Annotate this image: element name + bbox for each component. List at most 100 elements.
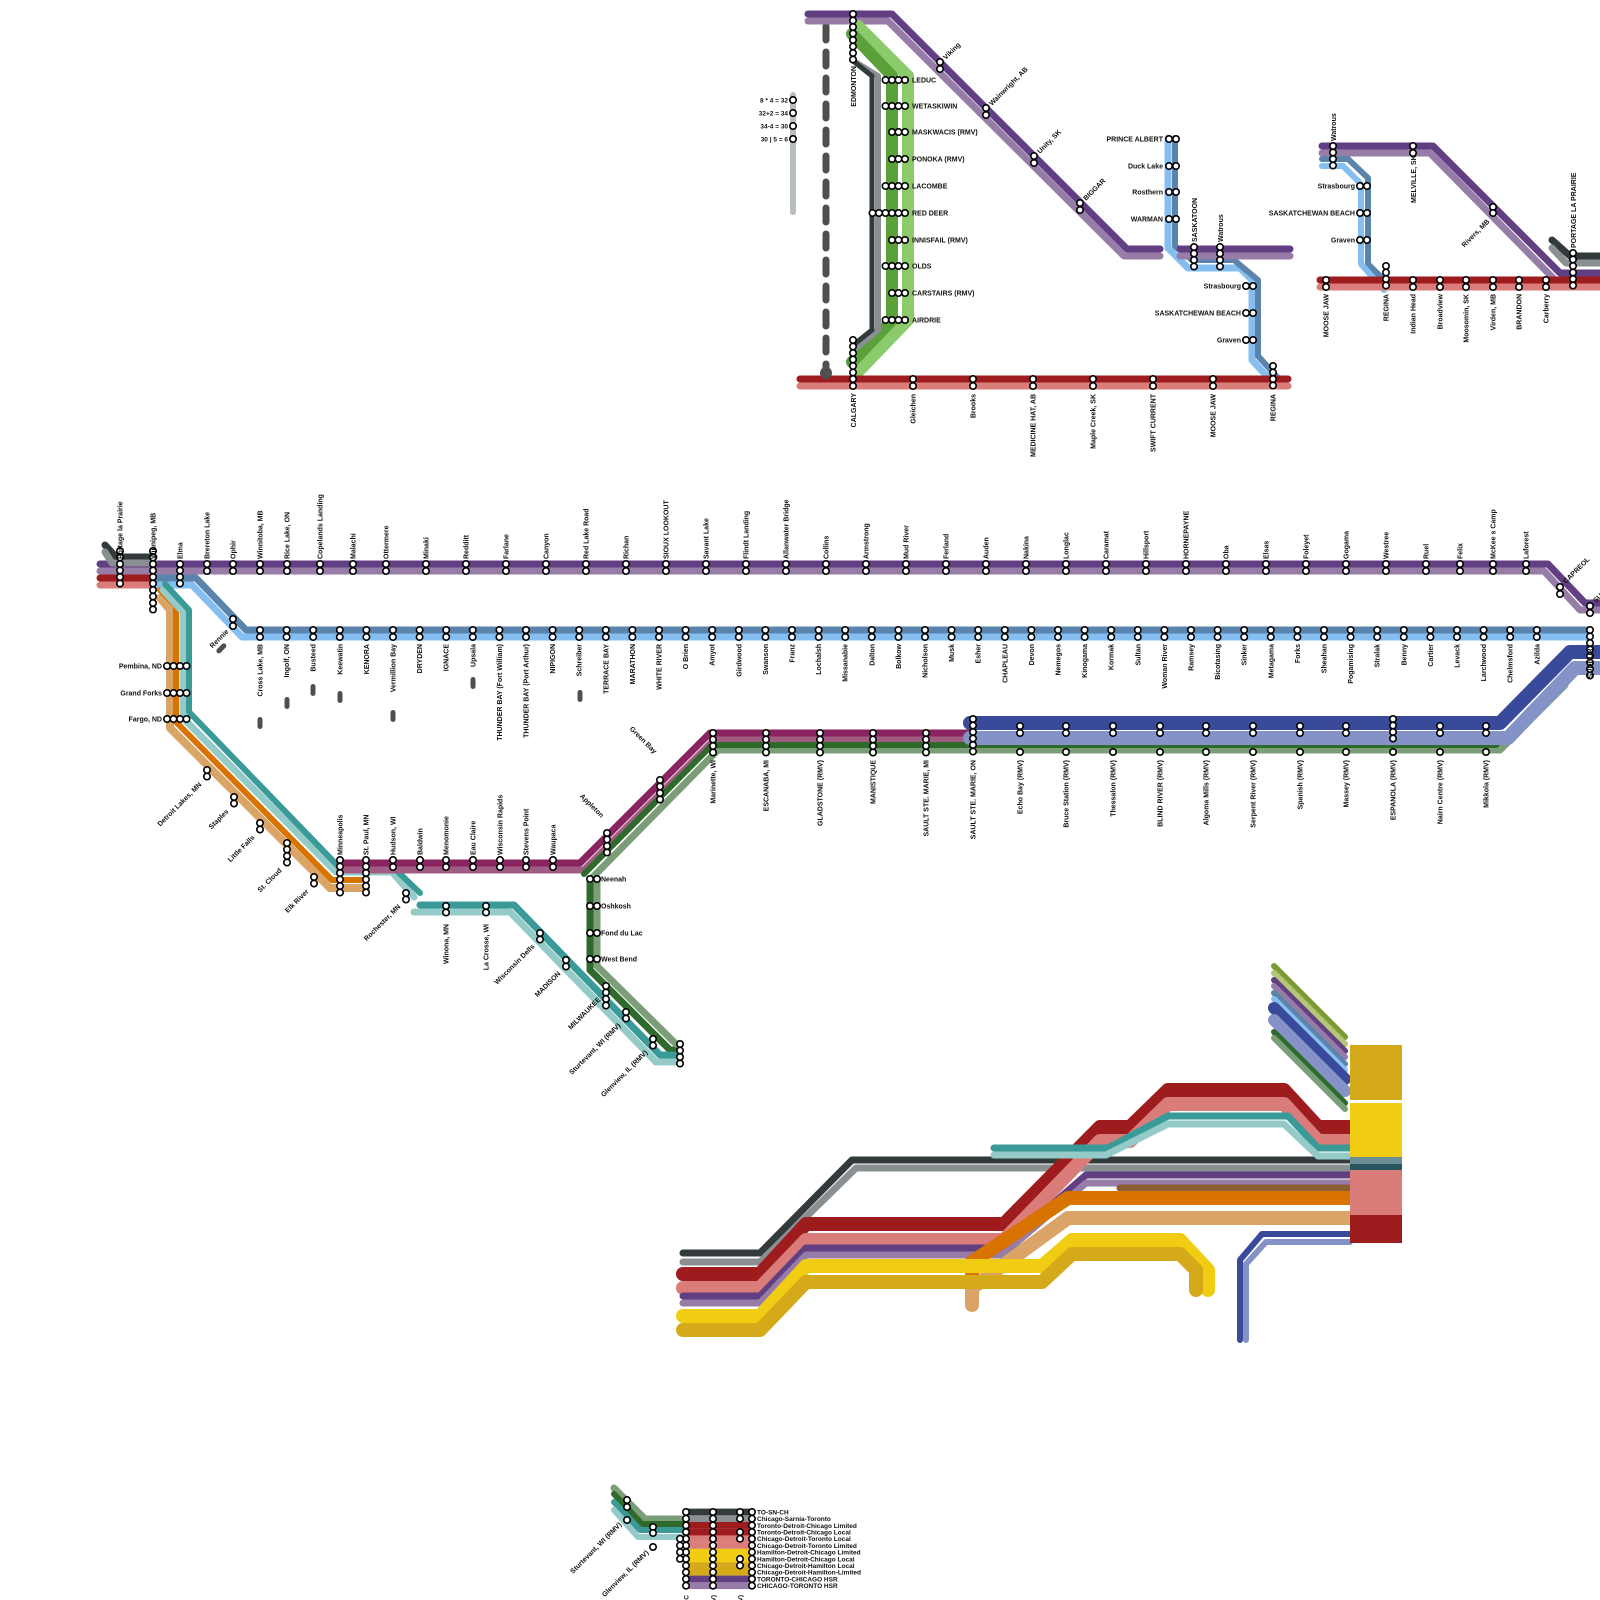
station-stop[interactable] bbox=[255, 818, 264, 827]
station-stop[interactable] bbox=[701, 566, 710, 575]
station-stop[interactable] bbox=[867, 625, 876, 634]
station-stop[interactable] bbox=[501, 559, 510, 568]
station-stop[interactable] bbox=[1182, 559, 1191, 568]
station-stop[interactable] bbox=[601, 1001, 610, 1010]
station-stop[interactable] bbox=[1342, 728, 1351, 737]
station-stop[interactable] bbox=[1029, 381, 1038, 390]
station-stop[interactable] bbox=[169, 661, 178, 670]
station-stop[interactable] bbox=[848, 355, 857, 364]
station-stop[interactable] bbox=[1342, 747, 1351, 756]
station-stop[interactable] bbox=[1356, 209, 1365, 218]
station-stop[interactable] bbox=[575, 625, 584, 634]
station-stop[interactable] bbox=[741, 566, 750, 575]
station-stop[interactable] bbox=[348, 566, 357, 575]
station-stop[interactable] bbox=[361, 881, 370, 890]
station-stop[interactable] bbox=[894, 625, 903, 634]
station-stop[interactable] bbox=[900, 155, 909, 164]
station-stop[interactable] bbox=[1329, 148, 1338, 157]
station-stop[interactable] bbox=[894, 261, 903, 270]
station-stop[interactable] bbox=[1213, 625, 1222, 634]
station-stop[interactable] bbox=[1515, 275, 1524, 284]
station-stop[interactable] bbox=[1422, 566, 1431, 575]
station-stop[interactable] bbox=[881, 76, 890, 85]
station-stop[interactable] bbox=[1222, 566, 1231, 575]
station-stop[interactable] bbox=[981, 104, 990, 113]
station-stop[interactable] bbox=[441, 855, 450, 864]
station-stop[interactable] bbox=[116, 559, 125, 568]
station-stop[interactable] bbox=[521, 625, 530, 634]
station-stop[interactable] bbox=[1190, 243, 1199, 252]
station-stop[interactable] bbox=[894, 155, 903, 164]
station-stop[interactable] bbox=[848, 361, 857, 370]
station-stop[interactable] bbox=[881, 209, 890, 218]
station-stop[interactable] bbox=[781, 566, 790, 575]
station-stop[interactable] bbox=[654, 625, 663, 634]
station-stop[interactable] bbox=[415, 625, 424, 634]
station-stop[interactable] bbox=[1542, 282, 1551, 291]
station-stop[interactable] bbox=[585, 874, 594, 883]
station-stop[interactable] bbox=[908, 374, 917, 383]
station-stop[interactable] bbox=[887, 76, 896, 85]
station-stop[interactable] bbox=[761, 748, 770, 757]
station-stop[interactable] bbox=[176, 714, 185, 723]
station-stop[interactable] bbox=[1363, 236, 1372, 245]
station-stop[interactable] bbox=[1489, 559, 1498, 568]
station-stop[interactable] bbox=[1266, 632, 1275, 641]
station-stop[interactable] bbox=[735, 1534, 744, 1543]
station-stop[interactable] bbox=[1436, 282, 1445, 291]
station-stop[interactable] bbox=[747, 1548, 756, 1557]
station-stop[interactable] bbox=[149, 566, 158, 575]
station-stop[interactable] bbox=[362, 625, 371, 634]
station-stop[interactable] bbox=[362, 632, 371, 641]
station-stop[interactable] bbox=[1062, 747, 1071, 756]
station-stop[interactable] bbox=[1269, 361, 1278, 370]
station-stop[interactable] bbox=[309, 872, 318, 881]
station-stop[interactable] bbox=[388, 862, 397, 871]
station-stop[interactable] bbox=[1133, 625, 1142, 634]
station-stop[interactable] bbox=[461, 566, 470, 575]
station-stop[interactable] bbox=[1322, 275, 1331, 284]
station-stop[interactable] bbox=[894, 128, 903, 137]
station-stop[interactable] bbox=[761, 735, 770, 744]
station-stop[interactable] bbox=[747, 1528, 756, 1537]
station-stop[interactable] bbox=[149, 598, 158, 607]
station-stop[interactable] bbox=[1542, 275, 1551, 284]
station-stop[interactable] bbox=[920, 625, 929, 634]
station-stop[interactable] bbox=[255, 559, 264, 568]
station-stop[interactable] bbox=[1165, 135, 1174, 144]
station-stop[interactable] bbox=[601, 632, 610, 641]
station-stop[interactable] bbox=[848, 381, 857, 390]
station-stop[interactable] bbox=[968, 374, 977, 383]
station-stop[interactable] bbox=[887, 261, 896, 270]
station-stop[interactable] bbox=[182, 688, 191, 697]
station-stop[interactable] bbox=[1080, 632, 1089, 641]
station-stop[interactable] bbox=[894, 236, 903, 245]
station-stop[interactable] bbox=[176, 579, 185, 588]
station-stop[interactable] bbox=[309, 632, 318, 641]
station-stop[interactable] bbox=[741, 559, 750, 568]
station-stop[interactable] bbox=[848, 29, 857, 38]
station-stop[interactable] bbox=[708, 741, 717, 750]
station-stop[interactable] bbox=[1089, 381, 1098, 390]
station-stop[interactable] bbox=[920, 632, 929, 641]
station-stop[interactable] bbox=[1015, 747, 1024, 756]
station-stop[interactable] bbox=[708, 1561, 717, 1570]
station-stop[interactable] bbox=[1482, 747, 1491, 756]
station-stop[interactable] bbox=[1266, 625, 1275, 634]
station-stop[interactable] bbox=[495, 862, 504, 871]
station-stop[interactable] bbox=[468, 625, 477, 634]
station-stop[interactable] bbox=[981, 111, 990, 120]
station-stop[interactable] bbox=[735, 1554, 744, 1563]
station-stop[interactable] bbox=[1569, 268, 1578, 277]
station-stop[interactable] bbox=[681, 1561, 690, 1570]
station-stop[interactable] bbox=[1149, 374, 1158, 383]
station-stop[interactable] bbox=[935, 65, 944, 74]
station-stop[interactable] bbox=[1182, 566, 1191, 575]
station-stop[interactable] bbox=[1062, 566, 1071, 575]
station-stop[interactable] bbox=[1172, 215, 1181, 224]
station-stop[interactable] bbox=[601, 625, 610, 634]
station-stop[interactable] bbox=[169, 688, 178, 697]
station-stop[interactable] bbox=[1329, 142, 1338, 151]
station-stop[interactable] bbox=[421, 566, 430, 575]
station-stop[interactable] bbox=[442, 632, 451, 641]
